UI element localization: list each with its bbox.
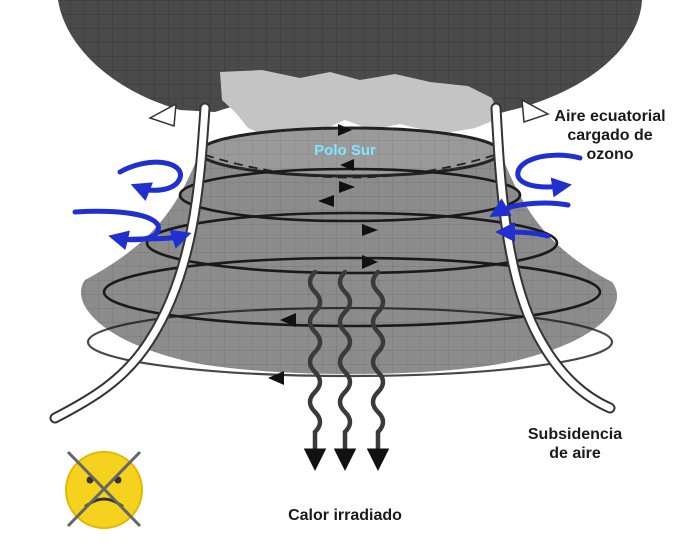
- ozone-hole: [220, 70, 500, 138]
- sad-sun-crossed-out-icon: [65, 450, 143, 529]
- equatorial-air-label-line2: cargado de: [567, 127, 653, 144]
- south-pole-label: Polo Sur: [314, 142, 376, 159]
- subsidence-label-line2: de aire: [549, 445, 601, 462]
- radiated-heat-label: Calor irradiado: [288, 507, 402, 524]
- subsidence-arrows: [49, 98, 616, 424]
- subsidence-label: Subsidencia de aire: [505, 425, 645, 463]
- equatorial-air-label-line3: ozono: [586, 146, 634, 163]
- equatorial-air-inflow-arrows: [72, 152, 583, 251]
- radiated-heat-arrows: [303, 269, 390, 471]
- equatorial-air-label: Aire ecuatorial cargado de ozono: [525, 107, 695, 164]
- equatorial-air-label-line1: Aire ecuatorial: [554, 108, 666, 125]
- polar-vortex: [80, 124, 617, 385]
- subsidence-label-line1: Subsidencia: [527, 426, 623, 443]
- earth-globe: [58, 0, 642, 118]
